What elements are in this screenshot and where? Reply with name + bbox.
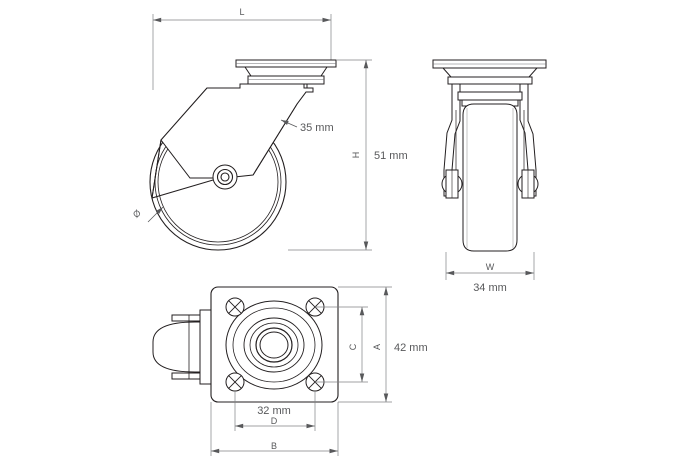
raceway-cone [244, 66, 328, 77]
front-axle-caps [441, 169, 539, 199]
fork-plate-front [160, 83, 314, 179]
side-swivel-raceway [244, 66, 328, 85]
dim-H-symbol: H [351, 152, 361, 159]
dim-D-symbol: D [271, 416, 278, 426]
dim-L-group [152, 14, 332, 90]
dim-A-symbol: A [372, 344, 382, 350]
top-bore [259, 331, 289, 359]
top-wheel-outline [152, 309, 213, 385]
raceway-ring [247, 75, 325, 85]
dim-H-group [288, 59, 372, 251]
dim-B-symbol: B [271, 441, 277, 451]
front-raceway-ring [447, 76, 533, 85]
bolt-hole-top-left [225, 297, 245, 317]
dim-A-group [338, 286, 392, 403]
dim-W-group [445, 252, 535, 280]
side-view: L [131, 7, 408, 251]
dim-diameter-leader: Ø [131, 206, 164, 223]
top-wheel-body [152, 321, 209, 373]
front-swivel-raceway [441, 67, 539, 85]
bolt-hole-bottom-left [225, 372, 245, 392]
dim-W-value: 34 mm [473, 282, 507, 294]
top-view: C A 42 mm 32 mm D B [152, 286, 428, 456]
front-wheel-body [462, 103, 518, 252]
front-wheel [462, 103, 518, 252]
dim-35mm-label: 35 mm [300, 122, 334, 134]
top-plate-rect [210, 286, 339, 403]
top-swivel-rings [225, 300, 323, 390]
dim-D-value: 32 mm [257, 405, 291, 417]
front-fork-crown-2 [457, 91, 523, 101]
top-ring-1 [225, 300, 323, 390]
front-mounting-plate [432, 59, 547, 69]
dim-D-group [234, 391, 316, 431]
side-axle-hub [212, 164, 238, 190]
dim-C-symbol: C [348, 343, 358, 350]
dim-35mm-callout: 35 mm [280, 119, 334, 134]
side-mounting-plate [235, 59, 337, 68]
top-ring-2 [232, 307, 316, 383]
front-fork-crown [459, 83, 521, 93]
diameter-leader-line [147, 206, 164, 223]
dim-B-group [210, 402, 339, 456]
callout-35-leader [280, 119, 298, 128]
top-ring-4 [249, 322, 299, 368]
top-mounting-plate [210, 286, 339, 403]
dim-L-label: L [239, 7, 244, 17]
dim-W-symbol: W [486, 262, 495, 272]
top-ring-5 [255, 327, 293, 363]
top-ring-3 [243, 317, 305, 373]
side-fork-overlay [160, 83, 314, 179]
top-fork-shank [199, 309, 213, 385]
front-view: W 34 mm [432, 59, 547, 294]
dim-diameter-symbol: Ø [131, 208, 143, 220]
dim-C-group [315, 306, 368, 383]
hub-bore [220, 172, 230, 182]
front-raceway-cone [441, 67, 539, 78]
dim-H-value: 51 mm [374, 150, 408, 162]
dim-A-value: 42 mm [394, 342, 428, 354]
